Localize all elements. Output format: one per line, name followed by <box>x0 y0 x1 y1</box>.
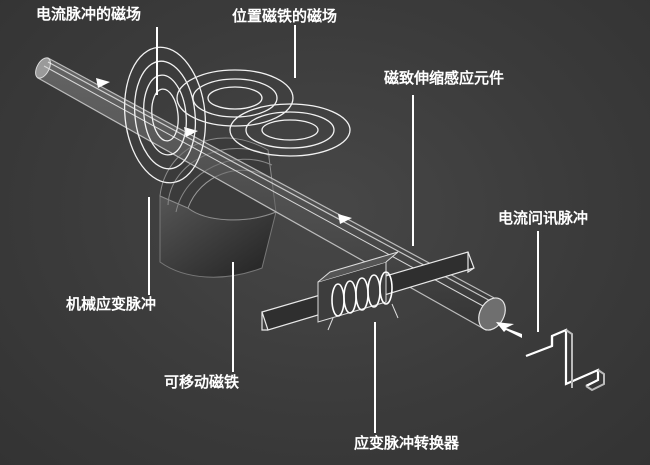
leader-lines <box>148 25 539 433</box>
label-movable-magnet: 可移动磁铁 <box>164 373 240 391</box>
interrogation-pulse-waveform <box>496 322 605 392</box>
label-strain-pulse-converter: 应变脉冲转换器 <box>354 434 460 452</box>
label-mechanical-strain-pulse: 机械应变脉冲 <box>66 295 157 313</box>
label-current-pulse-field: 电流脉冲的磁场 <box>36 5 142 23</box>
label-magnetostrictive-element: 磁致伸缩感应元件 <box>384 69 505 87</box>
strain-pulse-converter-shape <box>261 251 475 331</box>
label-interrogation-pulse: 电流问讯脉冲 <box>498 209 589 227</box>
waveguide-rod <box>35 57 506 331</box>
magnet-field-rings <box>176 69 351 157</box>
label-magnet-field: 位置磁铁的磁场 <box>232 7 338 25</box>
